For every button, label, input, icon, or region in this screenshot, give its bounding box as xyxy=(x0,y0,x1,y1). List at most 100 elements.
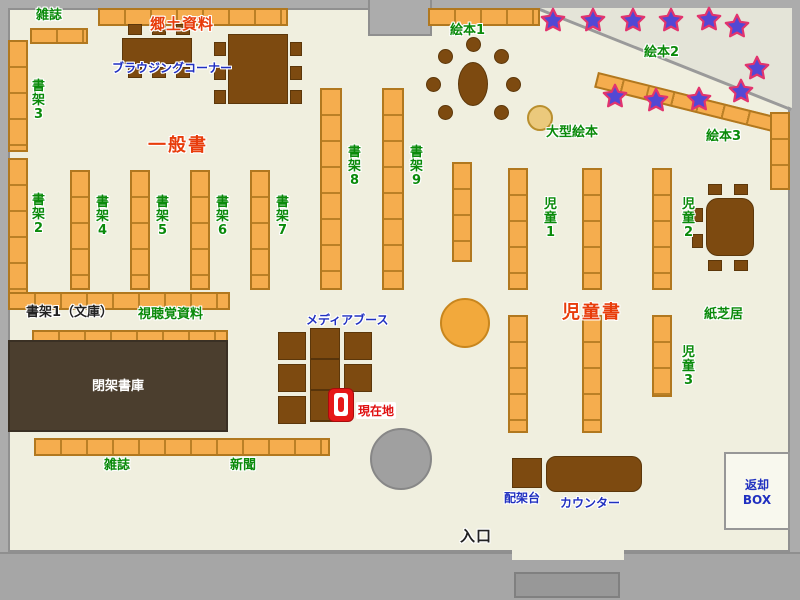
chair xyxy=(692,208,703,222)
label-magazines-bottom: 雑誌 xyxy=(104,458,131,473)
label-general-books: 一般書 xyxy=(148,135,208,156)
stool xyxy=(494,49,509,64)
label-shelf5: 書架5 xyxy=(155,195,169,239)
shelf-rect-above-stacks xyxy=(32,330,228,343)
shelf-rect-shelf9 xyxy=(382,88,404,290)
label-shelf6: 書架6 xyxy=(215,195,229,239)
label-shelf3: 書架3 xyxy=(31,79,45,123)
shelf-rect-shelf8 xyxy=(320,88,342,290)
shelf-rect-picturebooks1 xyxy=(428,8,540,26)
gray-pillar xyxy=(370,428,432,490)
return-box-label-1: 返却 xyxy=(744,477,769,492)
bottom-wall xyxy=(0,552,800,600)
label-children-books: 児童書 xyxy=(562,302,622,323)
label-shelf8: 書架8 xyxy=(347,145,361,189)
chair xyxy=(214,42,226,56)
label-shelf1-bunko: 書架1（文庫） xyxy=(26,305,114,320)
return-box-label-2: BOX xyxy=(742,492,772,507)
label-audiovisual: 視聴覚資料 xyxy=(138,307,204,322)
media-booth-seat xyxy=(344,332,372,360)
chair xyxy=(214,66,226,80)
shelf-rect-shelf6 xyxy=(190,170,210,290)
current-location-label: 現在地 xyxy=(356,402,397,419)
shelf-rect-children-mid xyxy=(582,168,602,290)
children-table xyxy=(706,198,754,256)
chair xyxy=(176,67,190,78)
large-picture-book-stand xyxy=(527,105,553,131)
shelf-rect-children3 xyxy=(652,315,672,397)
shelf-rect-shelf7 xyxy=(250,170,270,290)
shelf-rect-shelf3 xyxy=(8,40,28,152)
return-box: 返却 BOX xyxy=(724,452,790,530)
label-local-materials: 郷土資料 xyxy=(150,15,215,33)
star-icon xyxy=(620,7,646,33)
shelf-rect-middle xyxy=(452,162,472,262)
shelf-rect-children1 xyxy=(508,168,528,290)
sorting-table-desk xyxy=(512,458,542,488)
shelf-rect-magazines-top xyxy=(30,28,88,44)
chair xyxy=(290,90,302,104)
closed-stacks-room xyxy=(8,340,228,432)
counter-desk xyxy=(546,456,642,492)
chair xyxy=(152,24,166,35)
entrance-opening xyxy=(512,546,624,560)
star-icon xyxy=(602,83,628,109)
top-pillar xyxy=(368,0,432,36)
shelf-rect-audiovisual xyxy=(8,292,230,310)
shelf-rect-shelf4 xyxy=(70,170,90,290)
label-newspaper: 新聞 xyxy=(230,458,257,473)
shelf-rect-shelf2 xyxy=(8,158,28,300)
label-sorting-table: 配架台 xyxy=(504,491,541,505)
label-shelf4: 書架4 xyxy=(95,195,109,239)
stool xyxy=(494,105,509,120)
chair xyxy=(708,184,722,195)
chair xyxy=(128,24,142,35)
star-icon xyxy=(643,87,669,113)
label-browsing-corner: ブラウジングコーナー xyxy=(112,61,233,75)
stool xyxy=(438,49,453,64)
media-booth-seat xyxy=(278,332,306,360)
media-booth-seat xyxy=(344,364,372,392)
label-kamishibai: 紙芝居 xyxy=(704,307,744,322)
label-magazines-top: 雑誌 xyxy=(36,8,63,23)
media-booth-seat xyxy=(278,396,306,424)
label-large-picture-books: 大型絵本 xyxy=(546,125,599,140)
label-shelf2: 書架2 xyxy=(31,193,45,237)
label-media-booth: メディアブース xyxy=(306,313,389,327)
shelf-rect-picturebooks3 xyxy=(770,112,790,190)
stool xyxy=(426,77,441,92)
shelf-rect-children2 xyxy=(652,168,672,290)
star-icon xyxy=(724,13,750,39)
star-icon xyxy=(696,6,722,32)
media-booth-seat xyxy=(278,364,306,392)
shelf-rect-children-lower-mid xyxy=(582,315,602,433)
star-icon xyxy=(728,78,754,104)
star-icon xyxy=(540,7,566,33)
entrance-mat xyxy=(514,572,620,598)
story-circle-table xyxy=(458,62,488,106)
label-picture-books-2: 絵本2 xyxy=(644,45,680,60)
chair xyxy=(128,67,142,78)
shelf-rect-local-materials xyxy=(98,8,288,26)
label-children3: 児童3 xyxy=(681,345,695,389)
chair xyxy=(734,260,748,271)
shelf-rect-bottom xyxy=(34,438,330,456)
star-icon xyxy=(686,86,712,112)
browsing-table-right xyxy=(228,34,288,104)
shelf-rect-shelf5 xyxy=(130,170,150,290)
stool xyxy=(506,77,521,92)
label-children1: 児童1 xyxy=(543,197,557,241)
stool xyxy=(438,105,453,120)
label-children2: 児童2 xyxy=(681,197,695,241)
label-entrance: 入口 xyxy=(460,527,493,545)
label-shelf7: 書架7 xyxy=(275,195,289,239)
chair xyxy=(214,90,226,104)
label-picture-books-3: 絵本3 xyxy=(706,129,742,144)
chair xyxy=(152,67,166,78)
chair xyxy=(290,42,302,56)
chair xyxy=(734,184,748,195)
chair xyxy=(290,66,302,80)
star-icon xyxy=(658,7,684,33)
label-shelf9: 書架9 xyxy=(409,145,423,189)
